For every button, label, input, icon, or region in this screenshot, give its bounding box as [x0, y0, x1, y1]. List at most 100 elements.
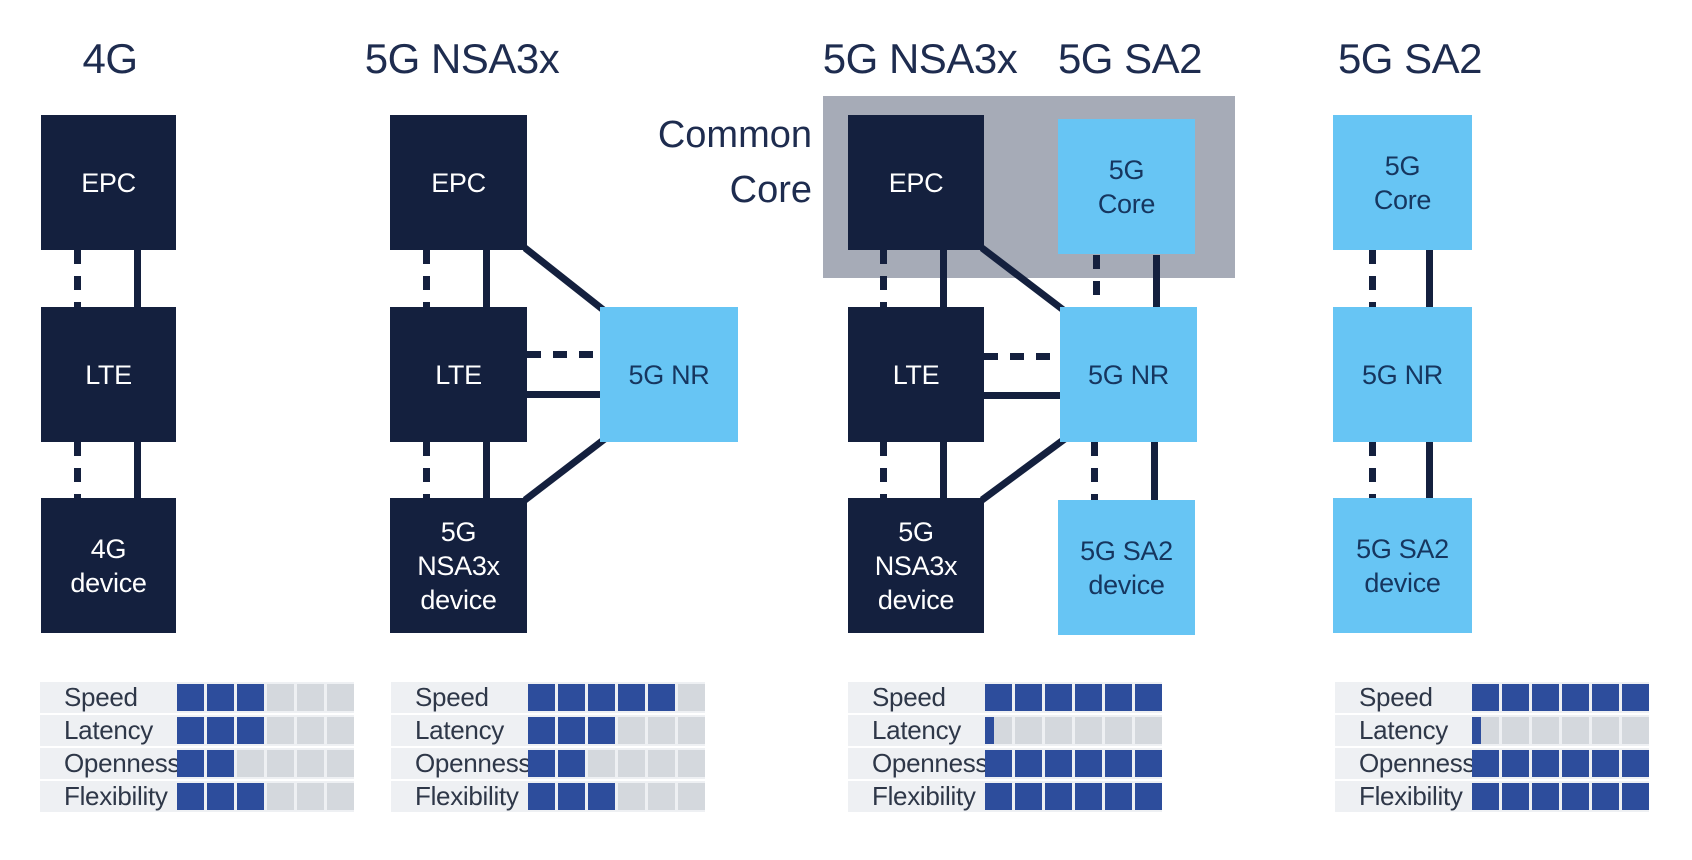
- rating-cell: [177, 783, 204, 810]
- rating-cell: [985, 750, 1012, 777]
- connector-dashed: [74, 442, 81, 498]
- rating-cell: [327, 750, 354, 777]
- diagonal-connector: [522, 245, 609, 315]
- rating-cell: [207, 684, 234, 711]
- rating-cell: [1472, 783, 1499, 810]
- rating-cell: [588, 717, 615, 744]
- rating-cell: [327, 717, 354, 744]
- rating-cell-partial: [985, 717, 995, 744]
- rating-bar: [1472, 717, 1649, 744]
- column-title-5g-nsa3x: 5G NSA3x: [364, 35, 560, 82]
- box-lte-combined: LTE: [848, 307, 984, 442]
- rating-cell: [1075, 750, 1102, 777]
- rating-cell: [588, 783, 615, 810]
- connector-solid: [1426, 442, 1433, 498]
- rating-cell: [1562, 684, 1589, 711]
- rating-cell: [1045, 684, 1072, 711]
- rating-cell: [678, 783, 705, 810]
- rating-row: Flexibility: [848, 781, 1162, 812]
- rating-row: Openness: [848, 748, 1162, 779]
- box-4g-device: 4G device: [41, 498, 176, 633]
- rating-label: Flexibility: [64, 781, 168, 811]
- rating-cell: [1502, 717, 1529, 744]
- rating-label: Openness: [415, 748, 532, 778]
- rating-row: Flexibility: [391, 781, 705, 812]
- rating-cell: [528, 717, 555, 744]
- rating-cell: [648, 750, 675, 777]
- rating-cell: [1592, 717, 1619, 744]
- rating-cell: [297, 684, 324, 711]
- connector-dashed: [984, 353, 1060, 360]
- rating-cell: [1472, 750, 1499, 777]
- box-5g-nr-combined: 5G NR: [1060, 307, 1197, 442]
- rating-cell: [237, 717, 264, 744]
- connector-dashed: [527, 351, 600, 358]
- connector-dashed: [880, 442, 887, 498]
- rating-cell: [1015, 717, 1042, 744]
- rating-cell: [1472, 717, 1499, 744]
- connector-solid: [483, 250, 490, 307]
- rating-bar: [985, 783, 1162, 810]
- rating-label: Speed: [415, 682, 489, 712]
- rating-label: Latency: [64, 715, 153, 745]
- rating-cell: [327, 684, 354, 711]
- rating-cell: [267, 750, 294, 777]
- connector-dashed: [880, 250, 887, 307]
- rating-cell: [1622, 750, 1649, 777]
- rating-cell: [618, 783, 645, 810]
- rating-row: Speed: [1335, 682, 1649, 713]
- rating-bar: [985, 717, 1162, 744]
- rating-cell: [1105, 750, 1132, 777]
- box-5g-nr-nsa3x: 5G NR: [600, 307, 738, 442]
- box-epc-combined: EPC: [848, 115, 984, 250]
- connector-dashed: [74, 250, 81, 307]
- rating-cell-partial: [1472, 717, 1482, 744]
- rating-bar: [1472, 750, 1649, 777]
- rating-cell: [1532, 684, 1559, 711]
- rating-cell: [267, 783, 294, 810]
- rating-cell: [985, 717, 1012, 744]
- rating-label: Openness: [1359, 748, 1476, 778]
- rating-cell: [618, 717, 645, 744]
- column-title-4g: 4G: [82, 35, 138, 82]
- rating-row: Openness: [1335, 748, 1649, 779]
- rating-label: Latency: [872, 715, 961, 745]
- rating-cell: [1532, 783, 1559, 810]
- rating-cell: [1562, 750, 1589, 777]
- rating-cell: [1075, 783, 1102, 810]
- rating-cell: [648, 783, 675, 810]
- rating-row: Latency: [40, 715, 354, 746]
- rating-cell: [327, 783, 354, 810]
- rating-cell: [1105, 783, 1132, 810]
- box-5g-core-combined: 5G Core: [1058, 119, 1195, 254]
- connector-dashed: [423, 442, 430, 498]
- rating-cell: [528, 750, 555, 777]
- box-epc-4g: EPC: [41, 115, 176, 250]
- rating-cell: [237, 750, 264, 777]
- rating-cell: [1622, 684, 1649, 711]
- rating-cell: [1045, 717, 1072, 744]
- rating-cell: [1045, 750, 1072, 777]
- connector-solid: [483, 442, 490, 498]
- connector-dashed: [1369, 250, 1376, 307]
- connector-solid: [1151, 442, 1158, 500]
- rating-cell: [1015, 783, 1042, 810]
- rating-cell: [678, 750, 705, 777]
- rating-cell: [678, 684, 705, 711]
- rating-cell: [237, 783, 264, 810]
- rating-row: Speed: [848, 682, 1162, 713]
- rating-cell: [648, 717, 675, 744]
- connector-dashed: [423, 250, 430, 307]
- rating-cell: [985, 783, 1012, 810]
- column-title-5g-sa2-combined: 5G SA2: [1057, 35, 1203, 82]
- column-title-5g-nsa3x-combined: 5G NSA3x: [822, 35, 1018, 82]
- rating-bar: [528, 750, 705, 777]
- rating-bar: [528, 684, 705, 711]
- rating-cell: [1592, 783, 1619, 810]
- diagonal-connector: [979, 435, 1069, 503]
- box-sa2-device: 5G SA2 device: [1333, 498, 1472, 633]
- connector-solid: [940, 250, 947, 307]
- rating-cell: [1135, 783, 1162, 810]
- connector-solid: [1426, 250, 1433, 307]
